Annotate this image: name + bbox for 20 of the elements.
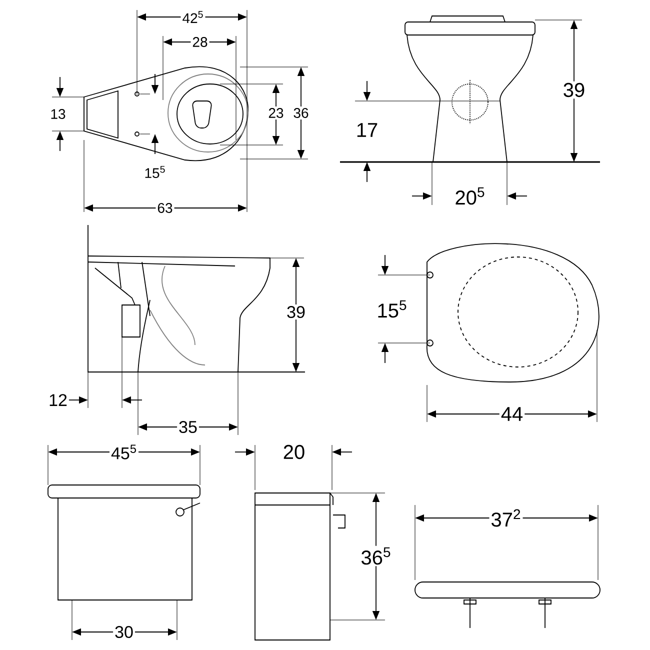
dimension-label: 35 bbox=[177, 419, 199, 435]
dimension-label: 15$^{5}$ bbox=[142, 164, 168, 180]
dimension-label: 28 bbox=[190, 36, 210, 48]
dimension-label: 20$^{5}$ bbox=[453, 186, 487, 206]
dimension-label: 37$^{2}$ bbox=[489, 508, 523, 528]
dimension-label: 39 bbox=[285, 304, 307, 320]
dimension-label: 63 bbox=[156, 202, 174, 214]
dimension-label: 13 bbox=[48, 108, 68, 120]
dimension-label: 45$^{5}$ bbox=[109, 443, 139, 461]
dimension-label: 39 bbox=[561, 81, 587, 99]
dimension-label: 36$^{5}$ bbox=[359, 546, 393, 566]
dimension-label: 23 bbox=[266, 106, 286, 120]
dimension-label: 20 bbox=[281, 443, 307, 461]
dimension-label: 30 bbox=[113, 624, 135, 640]
dimension-label: 42$^{5}$ bbox=[180, 10, 206, 24]
dimension-label: 44 bbox=[499, 406, 525, 422]
dimension-label: 12 bbox=[47, 392, 69, 408]
dimension-label: 15$^{5}$ bbox=[375, 298, 409, 320]
dimension-label: 17 bbox=[354, 122, 380, 138]
dimension-label: 36 bbox=[292, 106, 310, 120]
